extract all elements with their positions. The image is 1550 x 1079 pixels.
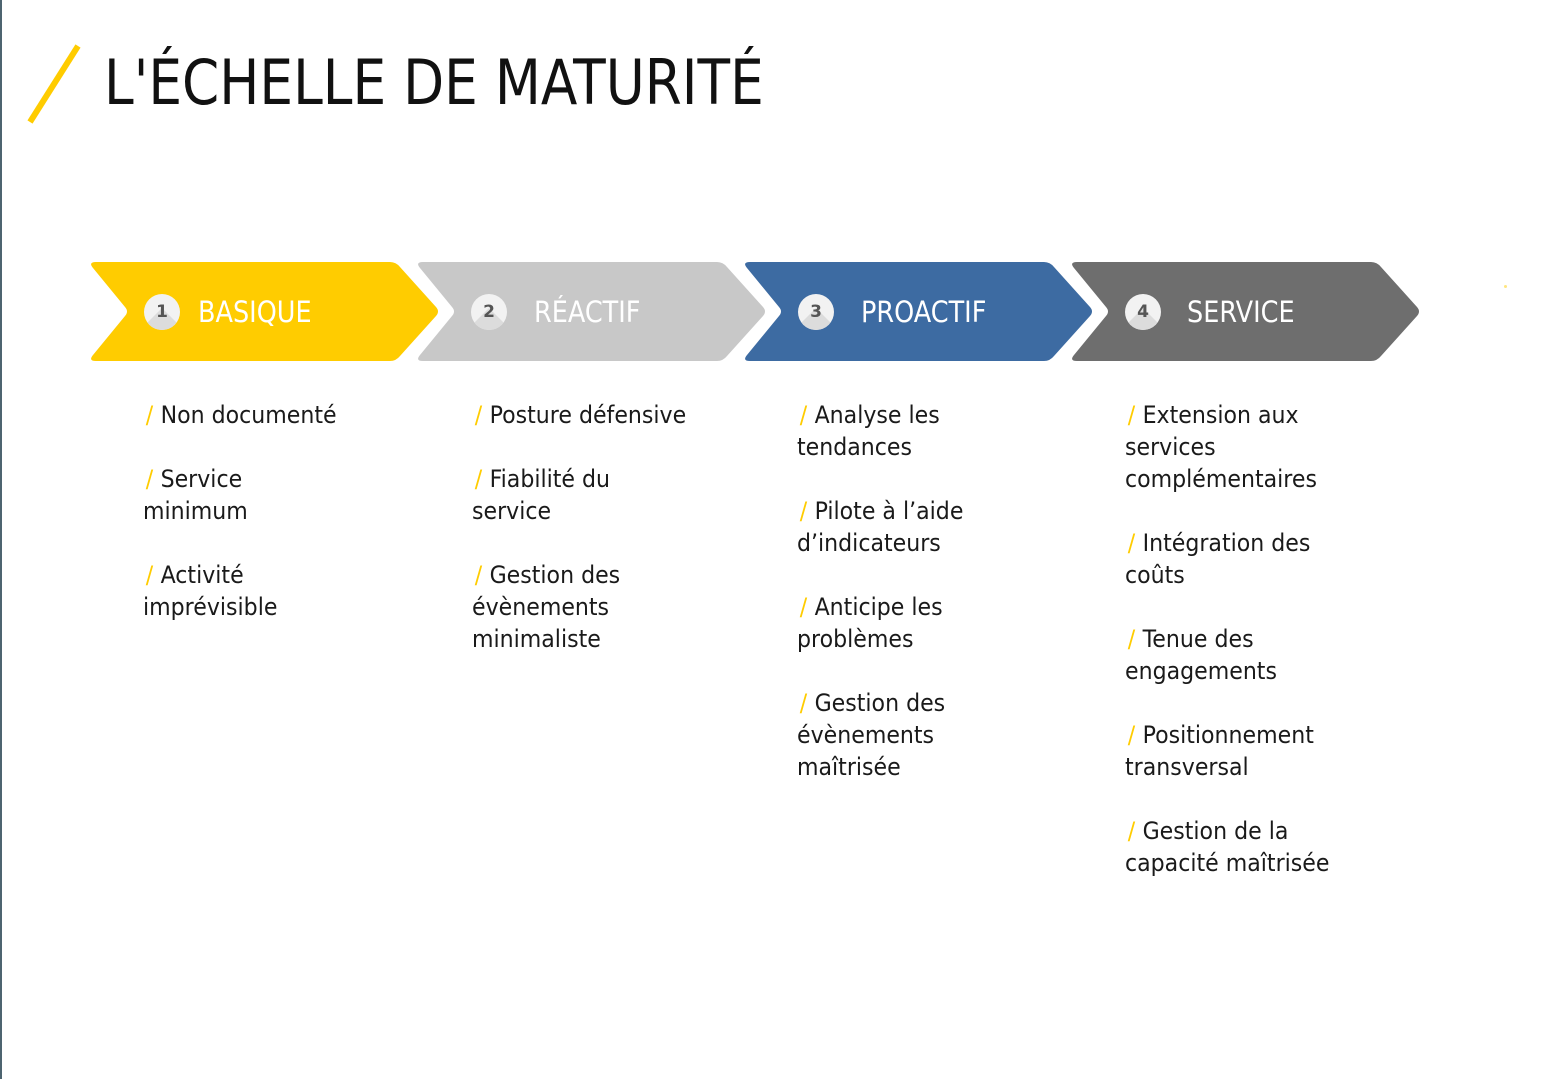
slide-left-border — [0, 0, 2, 1079]
slash-bullet-icon: / — [145, 465, 154, 493]
stage-reactif: 2 RÉACTIF — [415, 262, 767, 361]
list-item: /Gestion des évènements minimaliste — [472, 561, 621, 653]
list-item: /Anticipe les problèmes — [797, 593, 943, 653]
list-item: /Service minimum — [143, 465, 248, 525]
slash-bullet-icon: / — [1127, 721, 1136, 749]
chevron-shape — [745, 262, 1092, 361]
page-title: L'ÉCHELLE DE MATURITÉ — [104, 46, 764, 119]
slash-bullet-icon: / — [799, 689, 808, 717]
slash-bullet-icon: / — [799, 401, 808, 429]
list-item: /Extension aux services complémentaires — [1125, 401, 1317, 493]
step-number-badge: 2 — [471, 294, 507, 330]
list-item: /Fiabilité du service — [472, 465, 611, 525]
title-slash-icon — [22, 42, 86, 135]
list-item: /Activité imprévisible — [143, 561, 278, 621]
slash-bullet-icon: / — [1127, 625, 1136, 653]
slash-bullet-icon: / — [799, 593, 808, 621]
slash-bullet-icon: / — [474, 465, 483, 493]
step-number-badge: 3 — [798, 294, 834, 330]
stage-label: RÉACTIF — [534, 295, 641, 329]
stage-label: SERVICE — [1187, 295, 1295, 329]
list-item: /Tenue des engagements — [1125, 625, 1277, 685]
slash-bullet-icon: / — [1127, 401, 1136, 429]
chevron-shape — [1072, 262, 1419, 361]
stage-3-items: /Analyse les tendances /Pilote à l’aide … — [797, 399, 1037, 815]
stage-basique: 1 BASIQUE — [88, 262, 440, 361]
slash-bullet-icon: / — [474, 401, 483, 429]
stage-service: 4 SERVICE — [1069, 262, 1421, 361]
list-item: /Non documenté — [145, 401, 337, 429]
list-item: /Positionnement transversal — [1125, 721, 1314, 781]
step-number-badge: 4 — [1125, 294, 1161, 330]
chevron-shape — [91, 262, 439, 361]
stage-1-items: /Non documenté /Service minimum /Activit… — [143, 399, 383, 655]
slash-bullet-icon: / — [145, 401, 154, 429]
list-item: /Gestion des évènements maîtrisée — [797, 689, 946, 781]
list-item: /Pilote à l’aide d’indicateurs — [797, 497, 964, 557]
list-item: /Intégration des coûts — [1125, 529, 1311, 589]
chevron-shape — [418, 262, 765, 361]
stage-label: PROACTIF — [861, 295, 987, 329]
step-number-badge: 1 — [144, 294, 180, 330]
stage-label: BASIQUE — [198, 295, 312, 329]
stage-2-items: /Posture défensive /Fiabilité du service… — [472, 399, 712, 687]
decorative-dot — [1504, 285, 1507, 288]
slash-bullet-icon: / — [474, 561, 483, 589]
stage-4-items: /Extension aux services complémentaires … — [1125, 399, 1365, 911]
list-item: /Analyse les tendances — [797, 401, 940, 461]
slash-bullet-icon: / — [1127, 529, 1136, 557]
list-item: /Posture défensive — [474, 401, 687, 429]
slash-bullet-icon: / — [145, 561, 154, 589]
stage-proactif: 3 PROACTIF — [742, 262, 1094, 361]
slash-bullet-icon: / — [1127, 817, 1136, 845]
slash-bullet-icon: / — [799, 497, 808, 525]
list-item: /Gestion de la capacité maîtrisée — [1125, 817, 1330, 877]
